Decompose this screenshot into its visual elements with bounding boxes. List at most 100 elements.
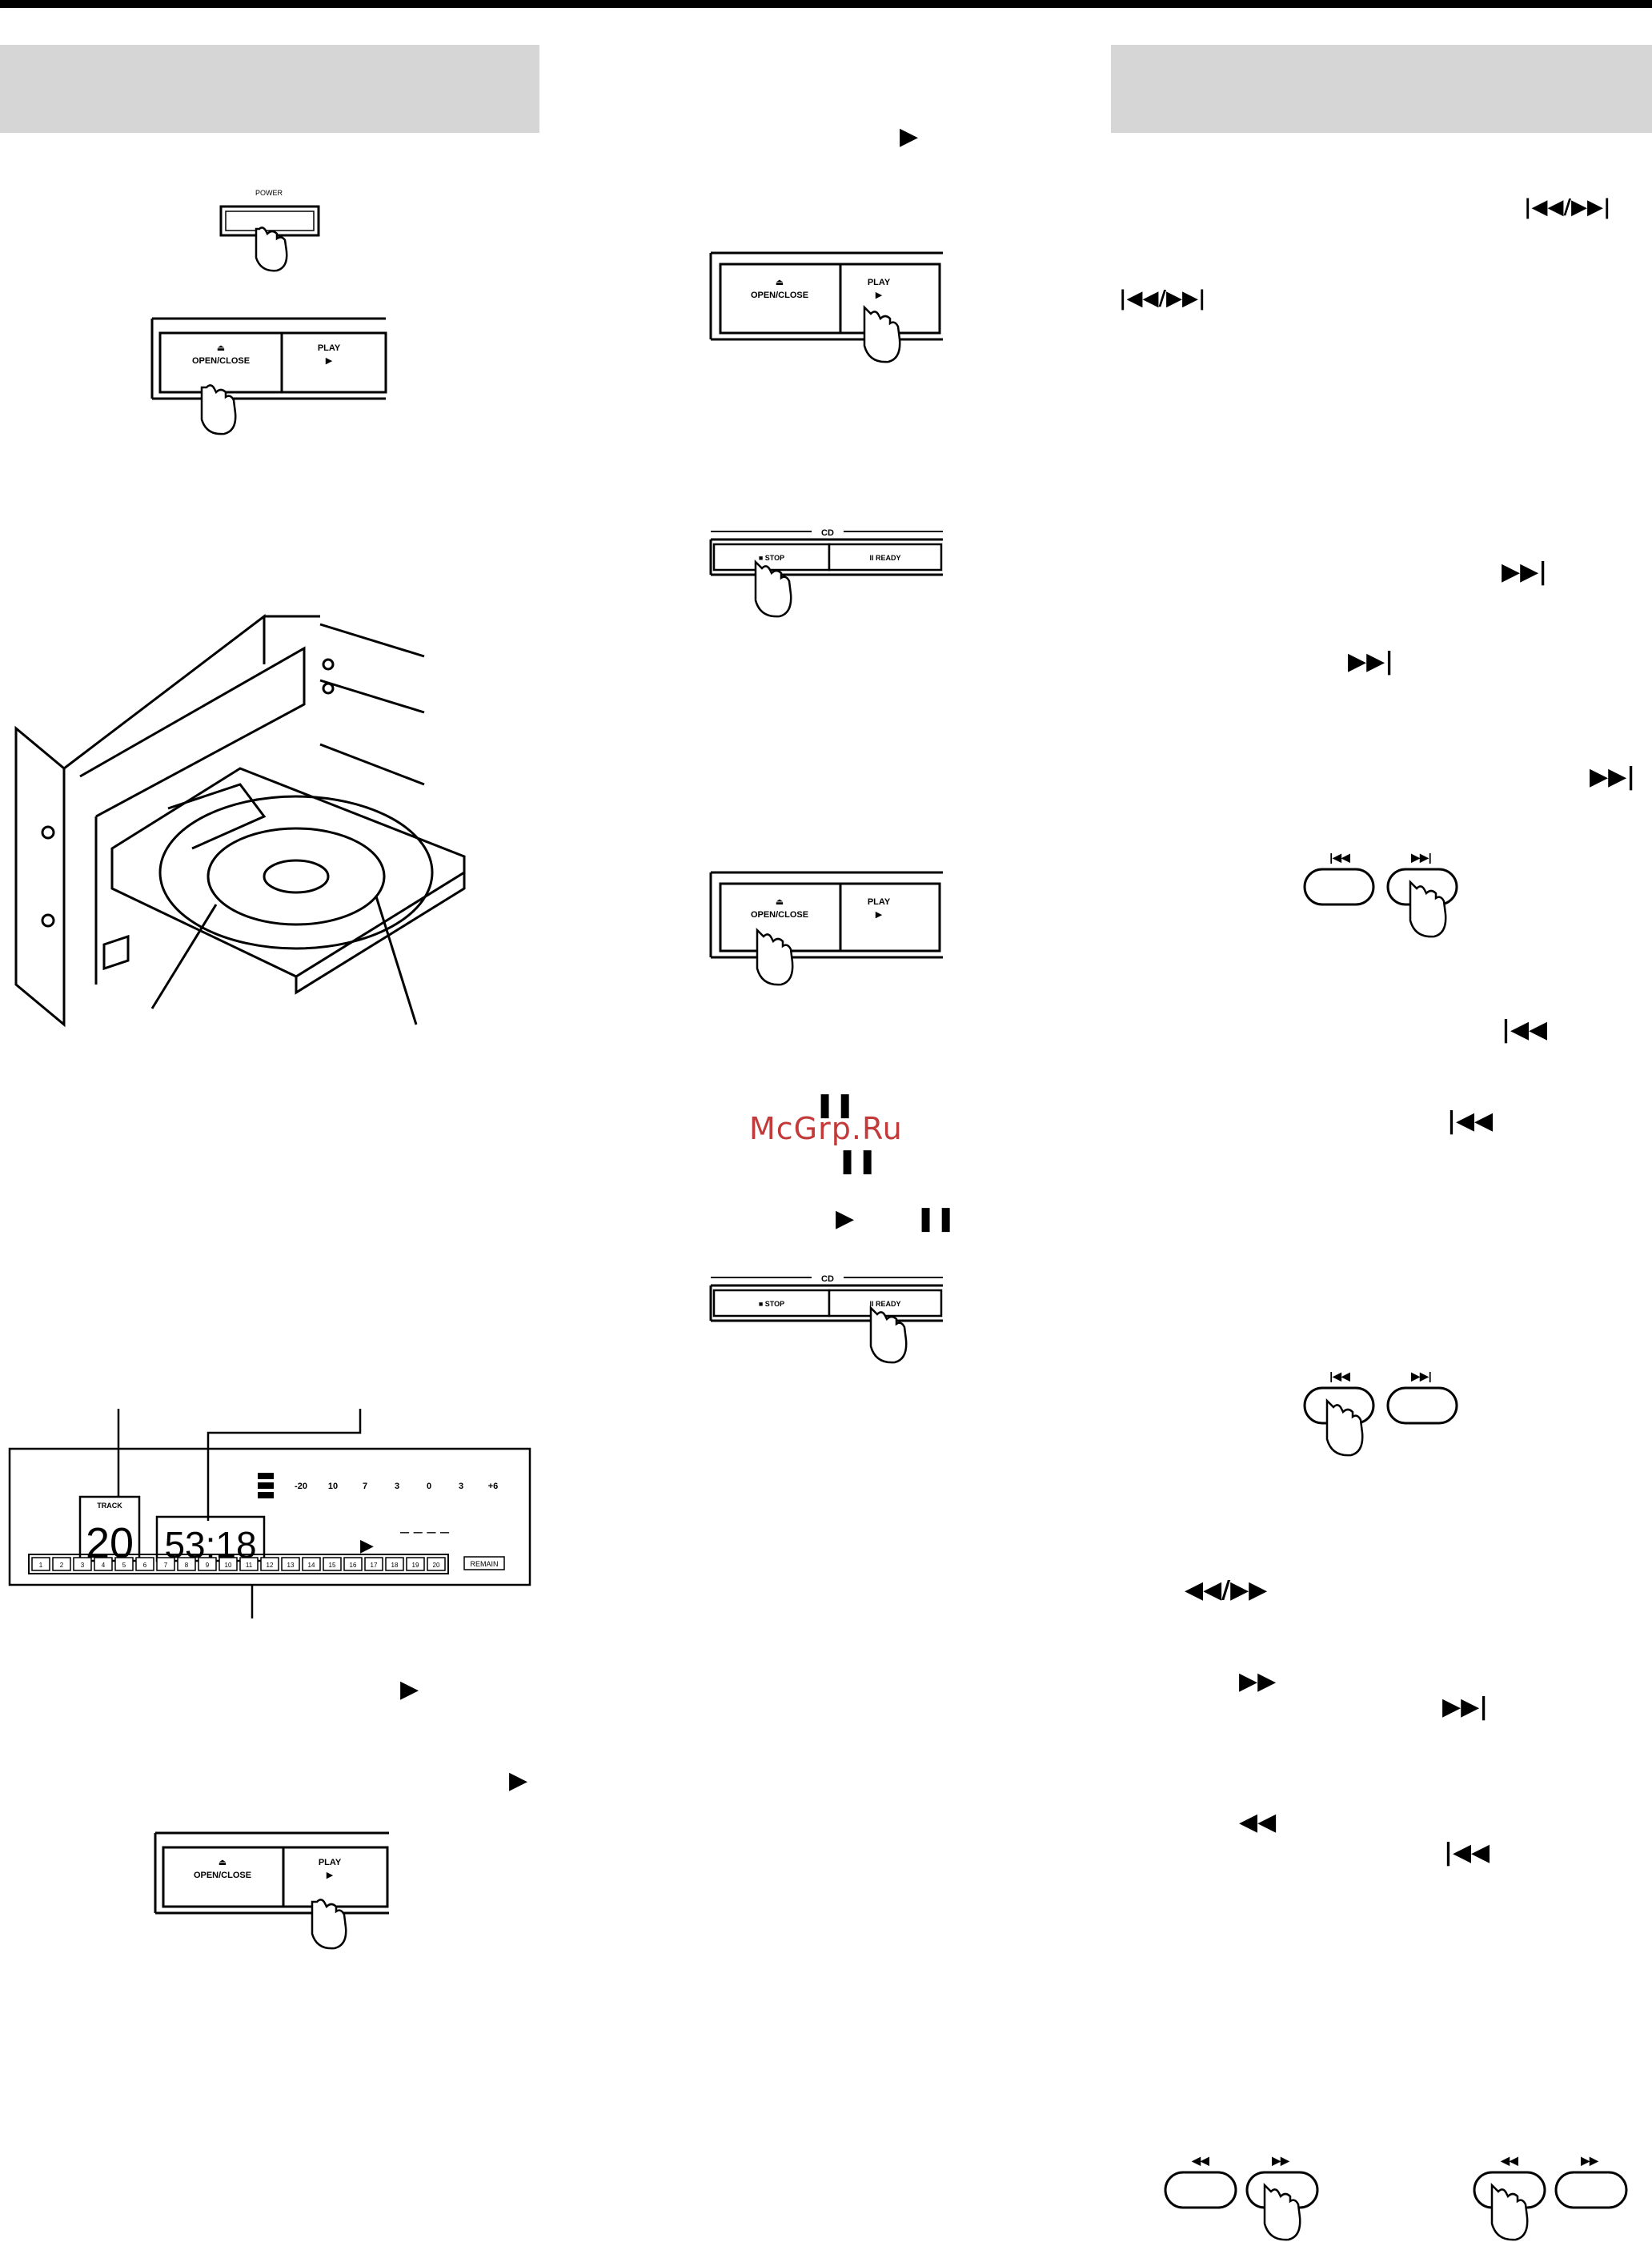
- open-close-label: OPEN/CLOSE: [194, 1871, 251, 1880]
- calendar-cell-number: 18: [391, 1562, 399, 1569]
- calendar-cell-number: 15: [329, 1562, 336, 1569]
- calendar-cell: [31, 1557, 50, 1571]
- cd-ready-press-panel: CD ■ STOP II READY: [709, 1274, 943, 1364]
- finger-icon: [1263, 2182, 1301, 2241]
- pause-glyph: ❚❚: [916, 1205, 956, 1233]
- ready-button[interactable]: [828, 1289, 943, 1318]
- section-header-band-left: [0, 45, 539, 133]
- search-forward-button[interactable]: [1554, 2171, 1628, 2209]
- calendar-cell-number: 7: [164, 1562, 168, 1569]
- calendar-cell-number: 5: [122, 1562, 126, 1569]
- calendar-cell: [323, 1557, 342, 1571]
- play-symbol: ▶: [326, 356, 333, 366]
- skip-back-glyph: |◀◀: [1447, 1107, 1494, 1135]
- calendar-cell: [260, 1557, 279, 1571]
- skip-forward-glyph: ▶▶|: [1442, 1693, 1489, 1721]
- play-symbol: ▶: [327, 1871, 334, 1880]
- section-header-band-right: [1111, 45, 1652, 133]
- calendar-cell: [427, 1557, 446, 1571]
- finger-icon: [754, 559, 792, 618]
- ready-label: II READY: [869, 1300, 900, 1308]
- open-close-play-panel-bottom: ⏏ OPEN/CLOSE PLAY ▶: [154, 1831, 389, 1950]
- search-back-glyph: ◀◀: [1239, 1808, 1277, 1836]
- finger-icon: [863, 304, 901, 363]
- play-indicator: ▶: [360, 1535, 374, 1555]
- calendar-cell: [343, 1557, 363, 1571]
- level-scale-label: 3: [395, 1482, 399, 1491]
- calendar-cell: [73, 1557, 92, 1571]
- cd-label: CD: [821, 1274, 834, 1284]
- remain-label: REMAIN: [470, 1560, 498, 1568]
- calendar-cell: [385, 1557, 404, 1571]
- stop-label: ■ STOP: [759, 1300, 784, 1308]
- level-scale-label: 3: [459, 1482, 463, 1491]
- stop-label: ■ STOP: [759, 554, 784, 562]
- play-button[interactable]: [280, 331, 387, 394]
- play-label: PLAY: [868, 278, 891, 287]
- track-label: TRACK: [97, 1502, 122, 1510]
- watermark-text: McGrp.Ru: [749, 1111, 903, 1146]
- search-back-button[interactable]: [1164, 2171, 1237, 2209]
- calendar-cell: [94, 1557, 113, 1571]
- skip-forward-button[interactable]: [1386, 1386, 1458, 1425]
- level-scale-label: +6: [488, 1482, 499, 1491]
- top-rule: [0, 0, 1652, 8]
- finger-icon: [255, 227, 288, 272]
- search-back-icon: ◀◀: [1500, 2154, 1518, 2167]
- search-forward-icon: ▶▶: [1271, 2154, 1290, 2167]
- search-pair-glyph: ◀◀/▶▶: [1185, 1576, 1268, 1604]
- pause-glyph: ❚❚: [815, 1091, 856, 1119]
- skip-pair-glyph: |◀◀/▶▶|: [1524, 195, 1611, 219]
- calendar-cell-number: 14: [308, 1562, 315, 1569]
- eject-icon: ⏏: [776, 897, 784, 907]
- skip-forward-icon: ▶▶|: [1410, 851, 1431, 864]
- finger-icon: [869, 1305, 908, 1364]
- play-button[interactable]: [839, 882, 941, 953]
- calendar-cell-number: 6: [143, 1562, 147, 1569]
- calendar-cell-number: 13: [287, 1562, 295, 1569]
- search-forward-icon: ▶▶: [1580, 2154, 1599, 2167]
- calendar-frame: [28, 1554, 449, 1574]
- play-glyph: ▶: [900, 122, 919, 150]
- calendar-cell-number: 12: [267, 1562, 274, 1569]
- eject-icon: ⏏: [217, 343, 225, 353]
- calendar-cell: [177, 1557, 196, 1571]
- play-glyph: ▶: [836, 1205, 855, 1233]
- pause-glyph: ❚❚: [837, 1147, 878, 1175]
- play-label: PLAY: [868, 897, 891, 907]
- play-button[interactable]: [282, 1846, 389, 1908]
- stop-button[interactable]: [712, 1289, 831, 1318]
- calendar-cell: [114, 1557, 134, 1571]
- calendar-cell-number: 10: [225, 1562, 232, 1569]
- skip-back-icon: |◀◀: [1329, 1370, 1350, 1382]
- open-close-button[interactable]: [162, 1846, 285, 1908]
- calendar-cell: [364, 1557, 383, 1571]
- skip-pair-glyph: |◀◀/▶▶|: [1119, 287, 1206, 311]
- calendar-cell: [281, 1557, 300, 1571]
- open-close-play-panel-top: ⏏ OPEN/CLOSE PLAY ▶: [150, 317, 387, 435]
- search-buttons-back-press: ◀◀ ▶▶: [1473, 2154, 1628, 2241]
- skip-forward-glyph: ▶▶|: [1590, 763, 1636, 791]
- power-label: POWER: [255, 189, 283, 197]
- open-close-label: OPEN/CLOSE: [192, 356, 250, 366]
- play-symbol: ▶: [876, 291, 883, 300]
- skip-back-glyph: |◀◀: [1502, 1016, 1548, 1044]
- ready-button[interactable]: [828, 543, 943, 572]
- calendar-cell-number: 1: [39, 1562, 43, 1569]
- play-symbol: ▶: [876, 910, 883, 920]
- open-close-button[interactable]: [719, 263, 842, 335]
- finger-icon: [200, 384, 237, 435]
- calendar-cell-number: 3: [81, 1562, 85, 1569]
- calendar-cell: [302, 1557, 321, 1571]
- calendar-cell-number: 16: [350, 1562, 357, 1569]
- eject-icon: ⏏: [219, 1858, 227, 1867]
- calendar-cell-number: 9: [206, 1562, 210, 1569]
- skip-back-button[interactable]: [1303, 868, 1375, 906]
- calendar-cell: [52, 1557, 71, 1571]
- calendar-cell: [156, 1557, 175, 1571]
- cd-label: CD: [821, 528, 834, 538]
- calendar-cell: [219, 1557, 238, 1571]
- calendar-cell: [135, 1557, 154, 1571]
- ready-label: II READY: [869, 554, 900, 562]
